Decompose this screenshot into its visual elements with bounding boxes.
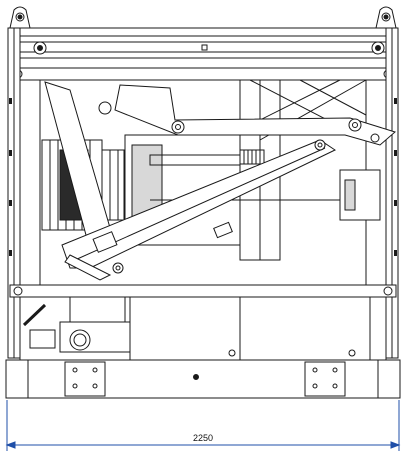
arrowhead-left bbox=[5, 441, 16, 449]
lifting-eye-left bbox=[9, 6, 31, 29]
base-plate-right bbox=[304, 361, 346, 397]
dimension-line bbox=[5, 400, 401, 451]
post-markers bbox=[9, 98, 397, 256]
dimension-label: 2250 bbox=[193, 433, 213, 443]
upper-beam bbox=[19, 35, 387, 59]
upper-arm bbox=[98, 84, 397, 146]
pump-unit bbox=[22, 296, 131, 353]
top-rail bbox=[7, 27, 399, 37]
lever-arm bbox=[44, 81, 337, 281]
middle-upper-rail bbox=[9, 67, 397, 81]
arrowhead-right bbox=[390, 441, 401, 449]
frame-structure bbox=[5, 6, 401, 399]
lifting-eye-right bbox=[375, 6, 397, 29]
base-plate-left bbox=[64, 361, 106, 397]
lower-rail bbox=[9, 284, 397, 298]
